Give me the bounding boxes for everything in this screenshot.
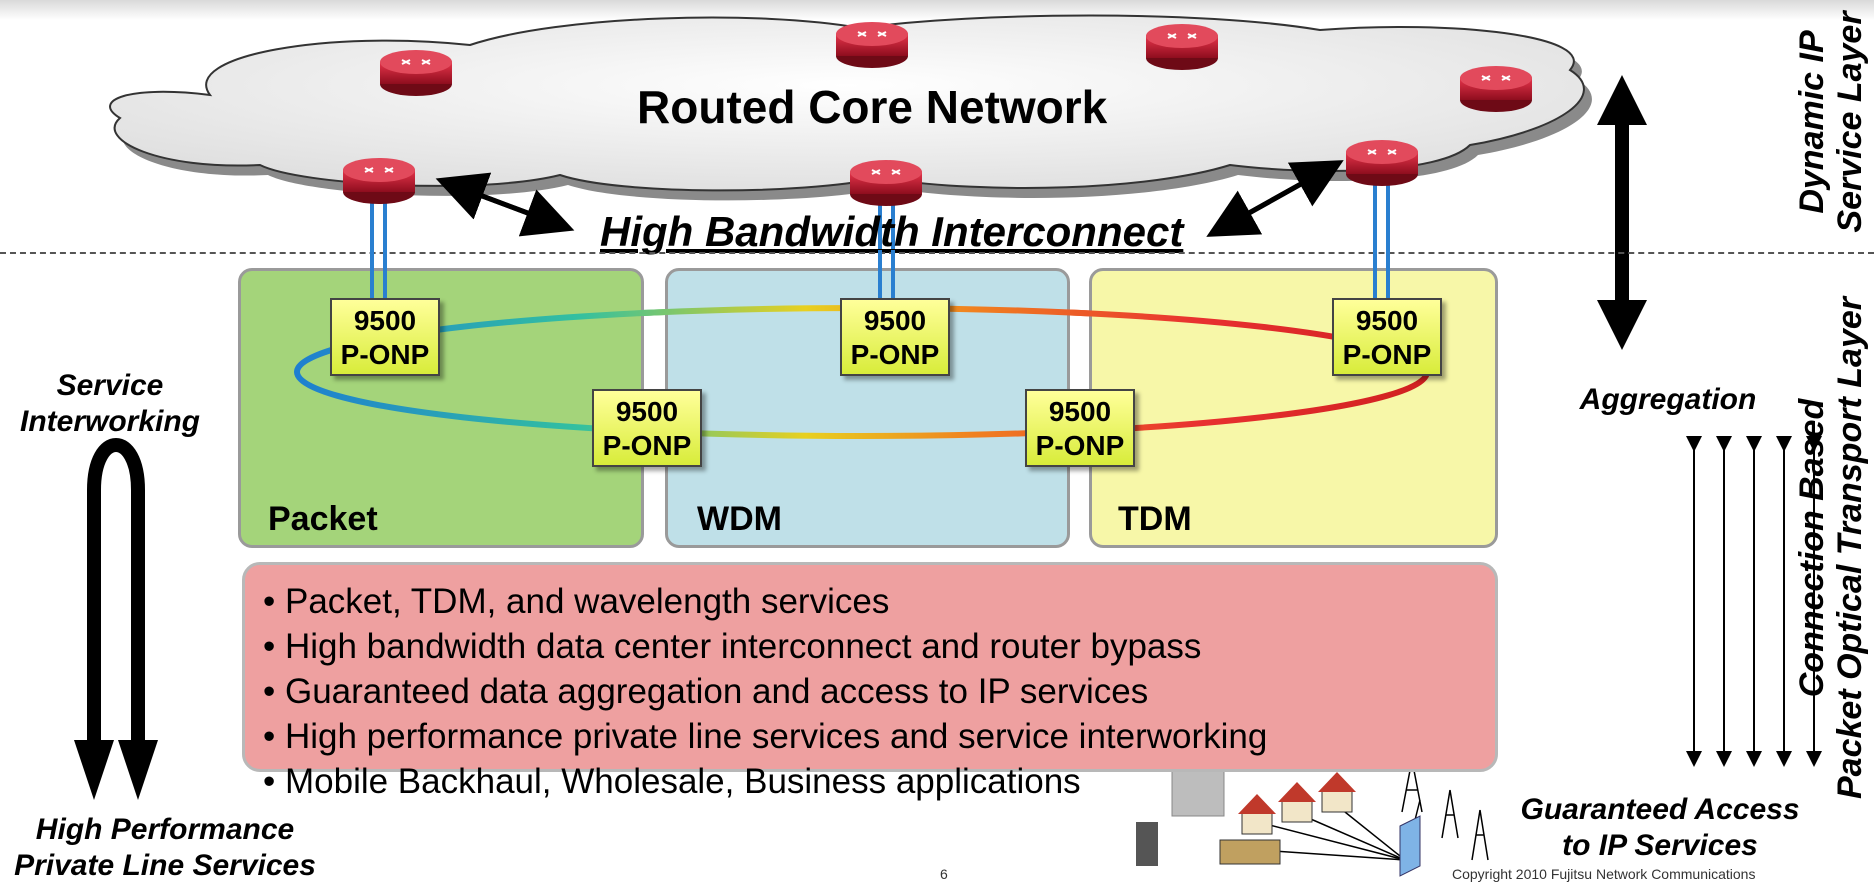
access-devices-illustration [1136,759,1489,877]
private-line-2: Private Line Services [14,849,316,882]
list-item: • Guaranteed data aggregation and access… [263,672,1149,711]
interworking-line-1: Service [56,369,164,402]
service-layer-line-2: Service Layer [1831,11,1869,233]
list-item: • High performance private line services… [263,717,1268,756]
service-layer-label: Dynamic IP Service Layer [1793,4,1869,240]
panel-tdm-label: TDM [1118,500,1192,538]
private-line-label: High Performance Private Line Services [0,812,330,884]
node-type: P-ONP [1342,339,1432,370]
panel-wdm-label: WDM [697,500,782,538]
guaranteed-access-label: Guaranteed Access to IP Services [1490,792,1830,864]
copyright: Copyright 2010 Fujitsu Network Communica… [1452,866,1756,882]
services-box: • Packet, TDM, and wavelength services •… [242,562,1498,801]
access-line-1: Guaranteed Access [1520,793,1800,826]
access-line-2: to IP Services [1562,829,1758,862]
transport-layer-line-2: Packet Optical Transport Layer [1831,297,1869,800]
layer-separator [0,252,1874,254]
list-item: • Mobile Backhaul, Wholesale, Business a… [263,762,1081,801]
service-interworking-label: Service Interworking [10,368,210,440]
p-onp-node: 9500 P-ONP [592,389,702,467]
node-model: 9500 [1048,396,1112,427]
p-onp-node: 9500 P-ONP [1332,298,1442,376]
transport-layer-line-1: Connection Based [1793,398,1831,698]
router-icons [343,22,1532,206]
list-item: • Packet, TDM, and wavelength services [263,582,890,621]
layer-double-arrow [1597,75,1647,350]
interconnect-label: High Bandwidth Interconnect [600,208,1184,255]
node-type: P-ONP [850,339,940,370]
node-type: P-ONP [1035,430,1125,461]
transport-layer-label: Connection Based Packet Optical Transpor… [1793,268,1869,828]
list-item: • High bandwidth data center interconnec… [263,627,1202,666]
node-type: P-ONP [340,339,430,370]
private-line-1: High Performance [35,813,295,846]
node-model: 9500 [353,305,417,336]
page-number: 6 [940,866,948,882]
interconnect-arrows [435,160,1344,237]
cloud-title: Routed Core Network [637,81,1108,133]
p-onp-node: 9500 P-ONP [840,298,950,376]
top-gradient-bar [0,0,1874,20]
interworking-line-2: Interworking [19,405,200,438]
p-onp-node: 9500 P-ONP [330,298,440,376]
p-onp-node: 9500 P-ONP [1025,389,1135,467]
aggregation-arrows [1686,436,1822,767]
panel-packet [238,268,644,548]
interworking-loop-arrow [87,438,145,752]
aggregation-label: Aggregation [1579,383,1757,416]
node-model: 9500 [615,396,679,427]
node-model: 9500 [863,305,927,336]
node-model: 9500 [1355,305,1419,336]
service-layer-line-1: Dynamic IP [1793,30,1831,214]
panel-packet-label: Packet [268,500,378,538]
services-list: • Packet, TDM, and wavelength services •… [263,579,1495,804]
node-type: P-ONP [602,430,692,461]
